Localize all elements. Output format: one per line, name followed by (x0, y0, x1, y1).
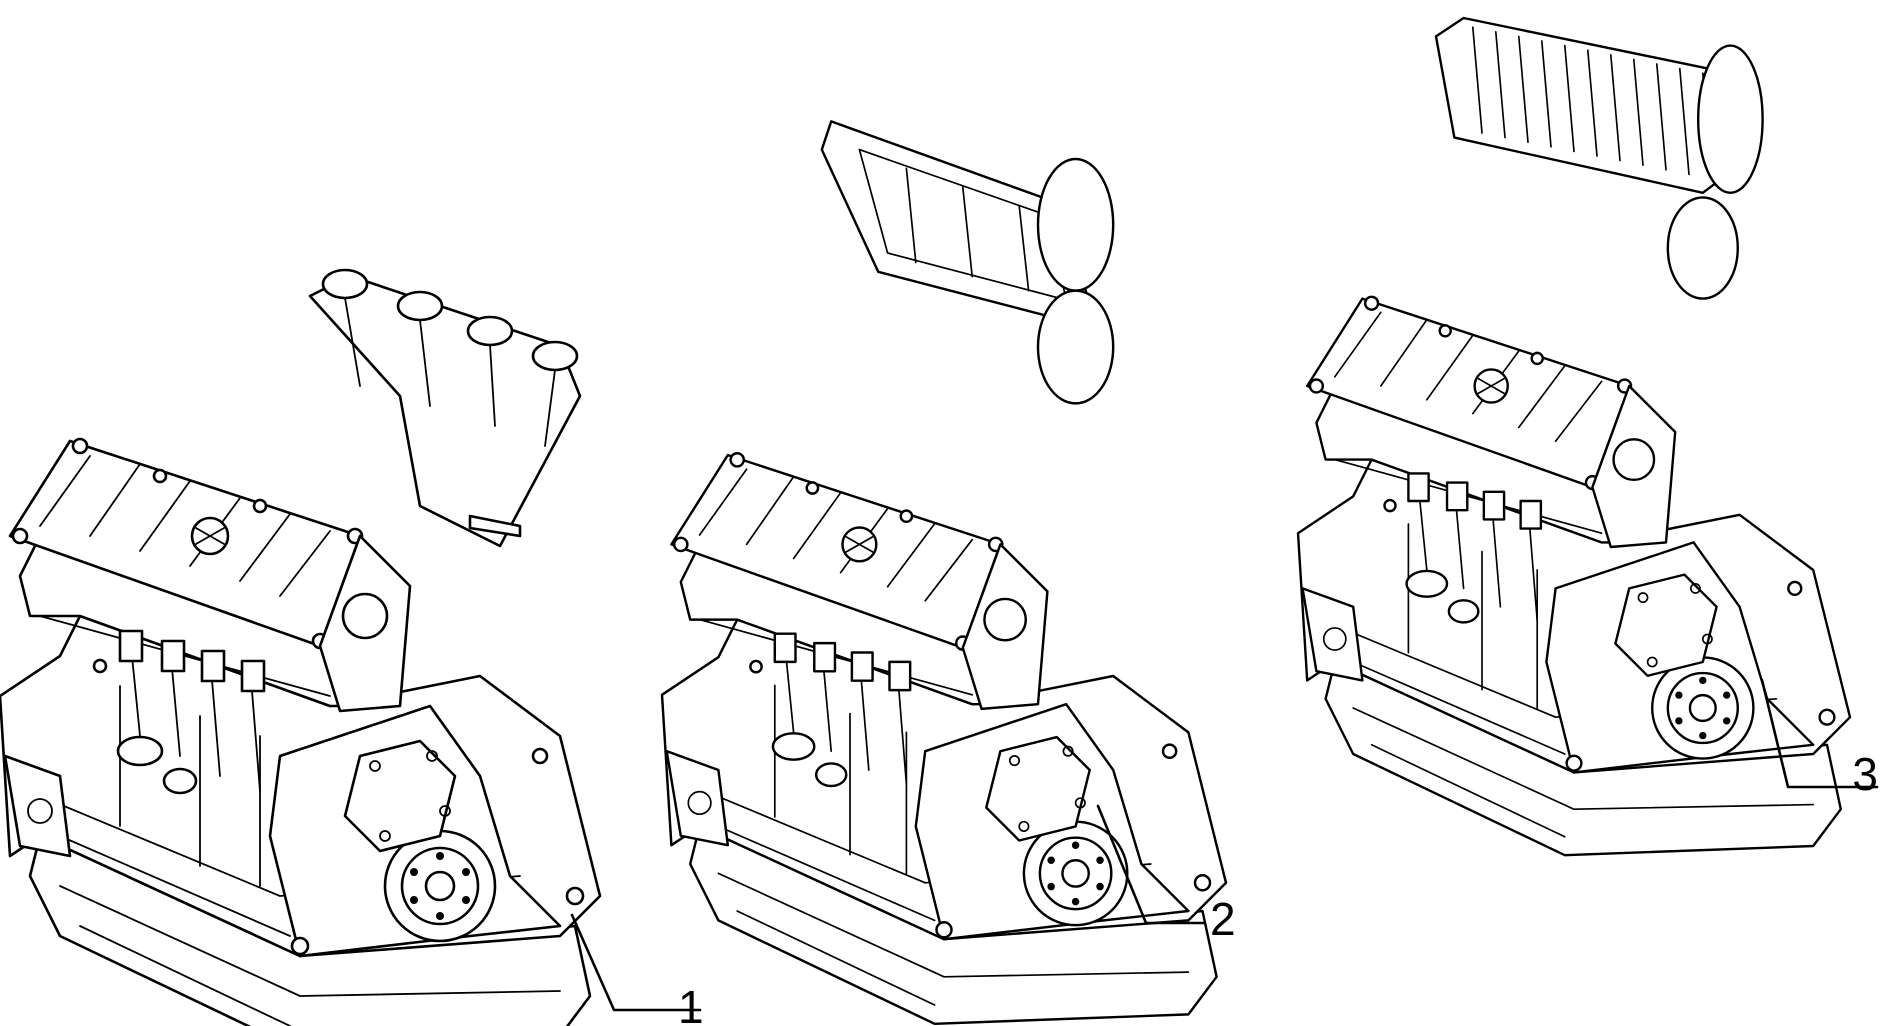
engine-2 (660, 120, 1228, 1026)
air-box-open (820, 120, 1115, 405)
callout-1: 1 (678, 981, 704, 1026)
intake-manifold (308, 268, 582, 548)
engine-1 (0, 268, 602, 1026)
callout-3: 3 (1852, 748, 1878, 800)
callout-2: 2 (1210, 893, 1236, 945)
engine-3 (1296, 16, 1852, 857)
leader-line-2 (1096, 804, 1206, 925)
leader-line-1 (570, 913, 702, 1012)
leader-line-3 (1760, 678, 1879, 789)
air-box-finned (1434, 16, 1764, 300)
